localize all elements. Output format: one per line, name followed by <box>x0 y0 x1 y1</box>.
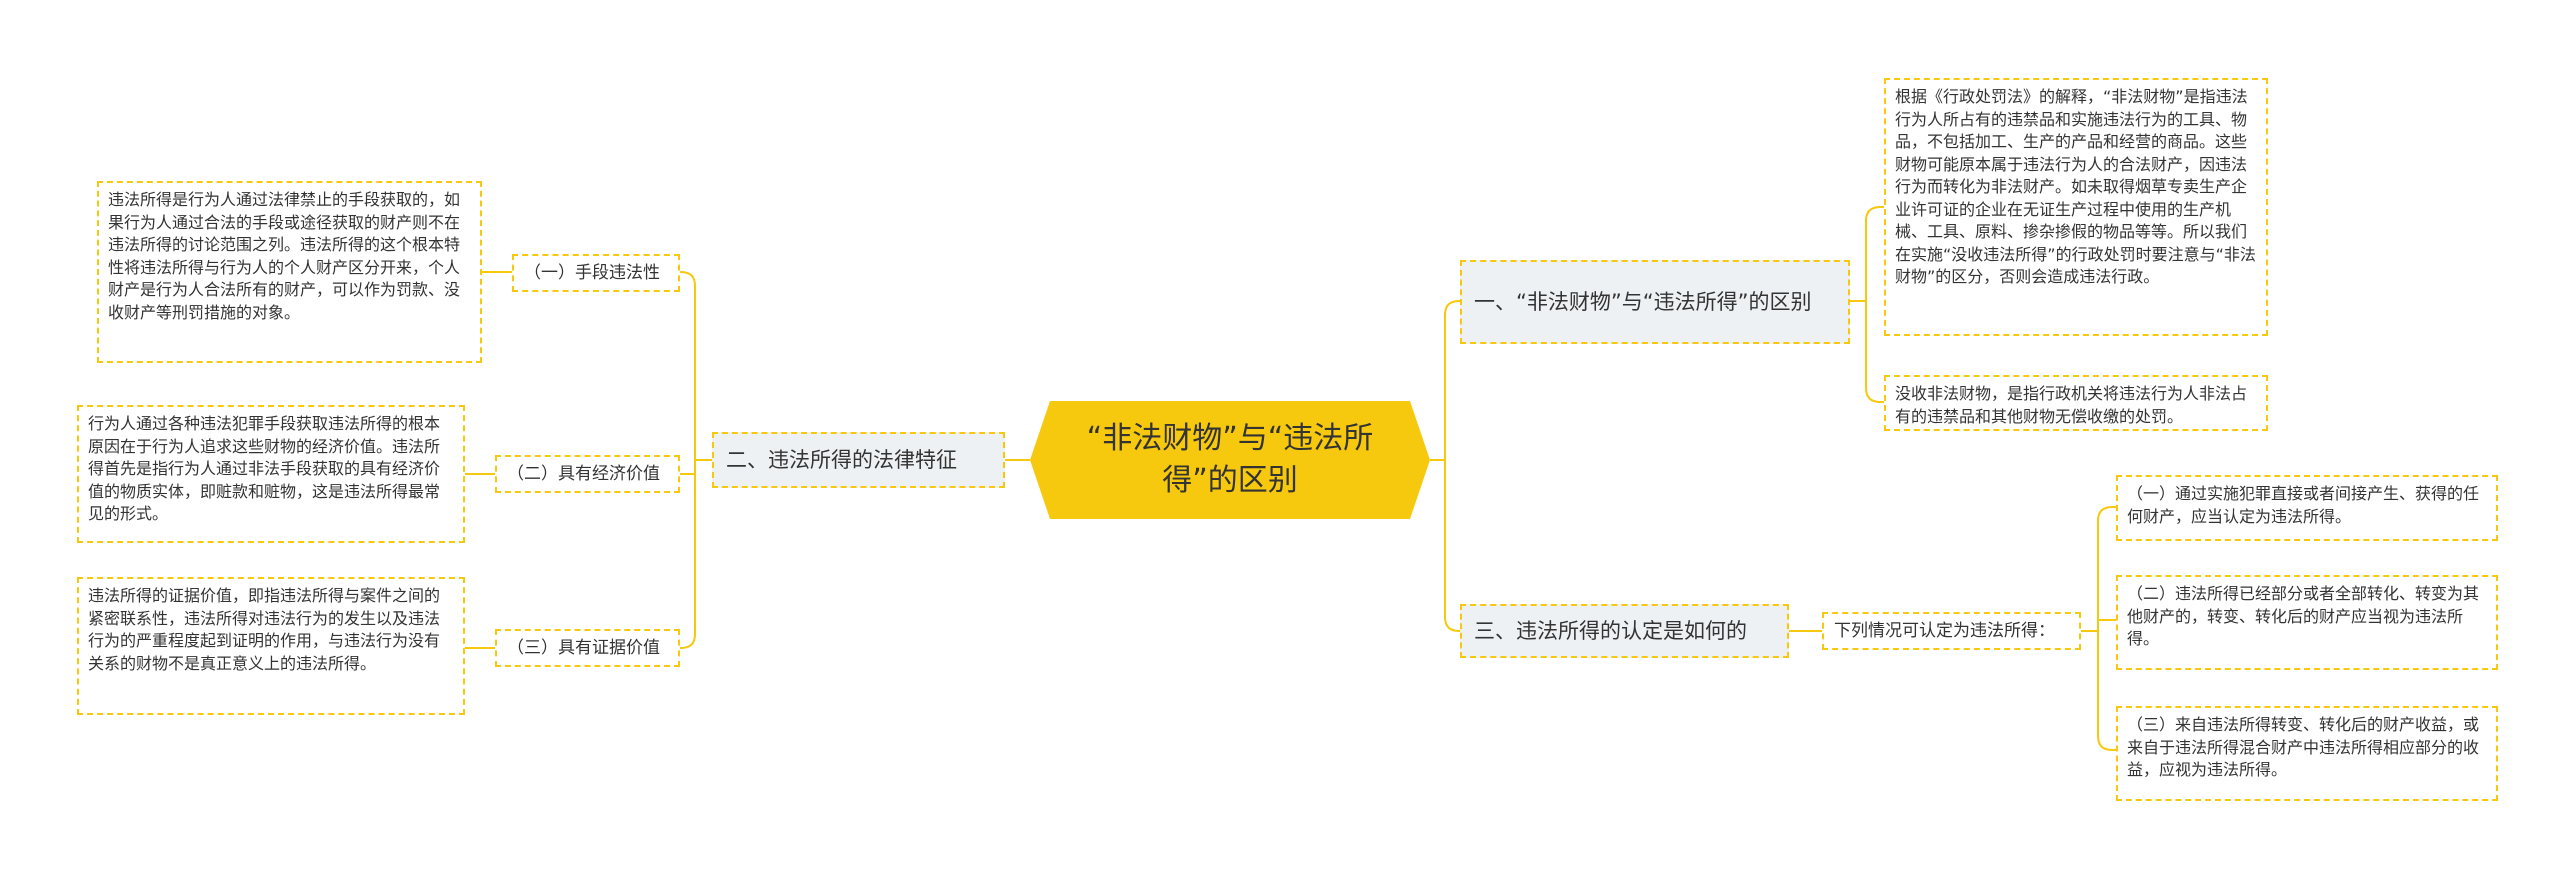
link-center-branch3 <box>1444 460 1460 632</box>
leaf-evidence-value-detail: 违法所得的证据价值，即指违法所得与案件之间的紧密联系性，违法所得对违法行为的发生… <box>77 577 465 715</box>
branch-distinction-label: 一、“非法财物”与“违法所得”的区别 <box>1474 290 1812 314</box>
central-topic[interactable]: “非法财物”与“违法所得”的区别 <box>1030 401 1430 519</box>
link-sub-leaf2 <box>2097 619 2116 631</box>
leaf-economic-value-detail: 行为人通过各种违法犯罪手段获取违法所得的根本原因在于行为人追求这些财物的经济价值… <box>77 405 465 543</box>
leaf-condition-2-text: （二）违法所得已经部分或者全部转化、转变为其他财产的，转变、转化后的财产应当视为… <box>2127 584 2480 648</box>
link-branch1-leaf2 <box>1865 301 1884 403</box>
link-left-item1 <box>680 271 696 460</box>
leaf-condition-3: （三）来自违法所得转变、转化后的财产收益，或来自于违法所得混合财产中违法所得相应… <box>2116 706 2498 801</box>
sub-identification-conditions[interactable]: 下列情况可认定为违法所得： <box>1822 612 2081 650</box>
central-topic-label: “非法财物”与“违法所得”的区别 <box>1086 421 1374 498</box>
leaf-condition-2: （二）违法所得已经部分或者全部转化、转变为其他财产的，转变、转化后的财产应当视为… <box>2116 575 2498 670</box>
leaf-condition-1-text: （一）通过实施犯罪直接或者间接产生、获得的任何财产，应当认定为违法所得。 <box>2127 484 2480 526</box>
item-illegal-means-label: （一）手段违法性 <box>524 263 660 283</box>
leaf-economic-value-text: 行为人通过各种违法犯罪手段获取违法所得的根本原因在于行为人追求这些财物的经济价值… <box>88 414 441 523</box>
leaf-illegal-means-text: 违法所得是行为人通过法律禁止的手段获取的，如果行为人通过合法的手段或途径获取的财… <box>108 190 461 322</box>
leaf-confiscation-definition: 没收非法财物，是指行政机关将违法行为人非法占有的违禁品和其他财物无偿收缴的处罚。 <box>1884 375 2268 431</box>
link-center-branch1 <box>1430 300 1460 461</box>
leaf-illegal-property-definition: 根据《行政处罚法》的解释，“非法财物”是指违法行为人所占有的违禁品和实施违法行为… <box>1884 78 2268 336</box>
item-evidence-value[interactable]: （三）具有证据价值 <box>495 629 680 667</box>
branch-identification[interactable]: 三、违法所得的认定是如何的 <box>1460 604 1789 658</box>
leaf-illegal-means-detail: 违法所得是行为人通过法律禁止的手段获取的，如果行为人通过合法的手段或途径获取的财… <box>97 181 482 363</box>
link-left-item2 <box>680 460 696 475</box>
leaf-illegal-property-definition-text: 根据《行政处罚法》的解释，“非法财物”是指违法行为人所占有的违禁品和实施违法行为… <box>1895 87 2256 286</box>
item-illegal-means[interactable]: （一）手段违法性 <box>512 254 680 292</box>
leaf-evidence-value-text: 违法所得的证据价值，即指违法所得与案件之间的紧密联系性，违法所得对违法行为的发生… <box>88 586 441 673</box>
item-economic-value[interactable]: （二）具有经济价值 <box>495 455 680 493</box>
leaf-condition-1: （一）通过实施犯罪直接或者间接产生、获得的任何财产，应当认定为违法所得。 <box>2116 475 2498 541</box>
branch-legal-features-label: 二、违法所得的法律特征 <box>726 448 957 472</box>
branch-identification-label: 三、违法所得的认定是如何的 <box>1474 619 1747 643</box>
link-sub-leaf3 <box>2097 631 2116 751</box>
link-branch1-leaf1 <box>1865 206 1884 301</box>
leaf-condition-3-text: （三）来自违法所得转变、转化后的财产收益，或来自于违法所得混合财产中违法所得相应… <box>2127 715 2480 779</box>
link-left-item3 <box>680 460 696 649</box>
branch-legal-features[interactable]: 二、违法所得的法律特征 <box>712 432 1005 488</box>
link-sub-leaf1 <box>2097 506 2116 631</box>
branch-distinction[interactable]: 一、“非法财物”与“违法所得”的区别 <box>1460 260 1850 344</box>
item-evidence-value-label: （三）具有证据价值 <box>507 638 660 658</box>
leaf-confiscation-definition-text: 没收非法财物，是指行政机关将违法行为人非法占有的违禁品和其他财物无偿收缴的处罚。 <box>1895 384 2248 426</box>
item-economic-value-label: （二）具有经济价值 <box>507 464 660 484</box>
sub-identification-conditions-label: 下列情况可认定为违法所得： <box>1834 621 2055 641</box>
